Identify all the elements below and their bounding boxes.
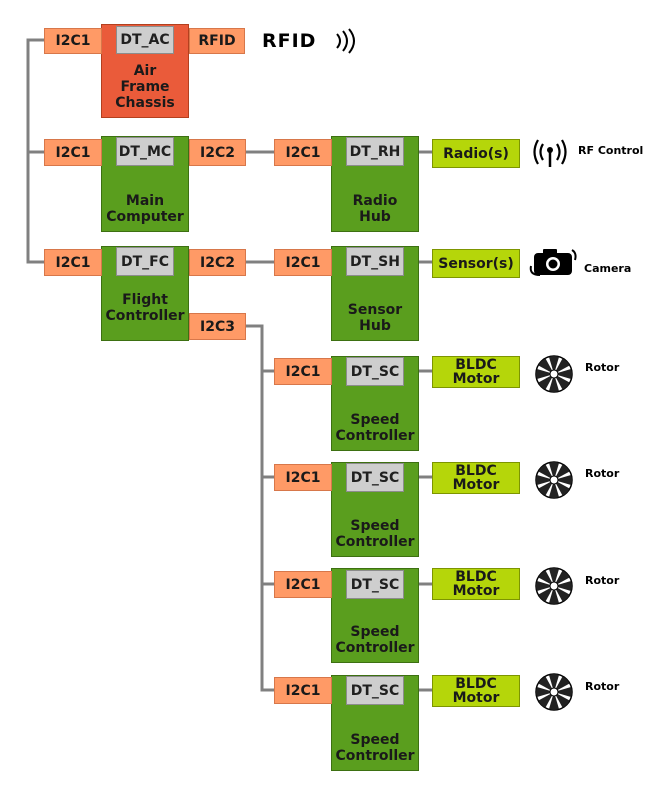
speed-controller-name: Speed Controller: [335, 412, 415, 444]
airframe-dt-chip: DT_AC: [116, 26, 174, 54]
bldc-motor: BLDC Motor: [432, 675, 520, 707]
speed-controller-name: Speed Controller: [335, 518, 415, 550]
sensor-hub-i2c1-port: I2C1: [274, 249, 332, 276]
airframe-rfid-port: RFID: [189, 28, 245, 54]
rotor-label: Rotor: [585, 574, 620, 587]
speed-controller-dt-chip: DT_SC: [346, 357, 404, 386]
rotor-label: Rotor: [585, 361, 620, 374]
rfid-logo-text: RFID: [262, 30, 317, 52]
speed-controller-dt-chip: DT_SC: [346, 570, 404, 599]
airframe-i2c1-port: I2C1: [44, 28, 102, 54]
main-i2c2-port: I2C2: [189, 139, 246, 166]
radio-hub-i2c1-port: I2C1: [274, 139, 332, 166]
bldc-motor: BLDC Motor: [432, 356, 520, 388]
rotor-fan-icon: [535, 355, 573, 393]
rotor-fan-icon: [535, 461, 573, 499]
speed-controller-dt-chip: DT_SC: [346, 676, 404, 705]
sensors-peripheral: Sensor(s): [432, 249, 520, 278]
speed-controller-dt-chip: DT_SC: [346, 463, 404, 492]
bldc-motor: BLDC Motor: [432, 568, 520, 600]
speed-controller-name: Speed Controller: [335, 624, 415, 656]
rfid-waves-icon: [336, 28, 355, 54]
radio-hub-dt-chip: DT_RH: [346, 137, 404, 166]
rf-control-label: RF Control: [578, 144, 644, 157]
airframe-chassis-board: Air Frame Chassis: [101, 24, 189, 118]
speed-controller-i2c1-port: I2C1: [274, 571, 332, 598]
flight-i2c2-port: I2C2: [189, 249, 246, 276]
flight-controller-name: Flight Controller: [105, 292, 185, 324]
speed-controller-name: Speed Controller: [335, 732, 415, 764]
flight-dt-chip: DT_FC: [116, 247, 174, 276]
camera-rotate-icon: [529, 249, 577, 276]
flight-controller-board: Flight Controller: [101, 246, 189, 341]
antenna-icon: [533, 139, 567, 167]
radios-peripheral: Radio(s): [432, 139, 520, 168]
flight-i2c1-port: I2C1: [44, 249, 102, 276]
rotor-label: Rotor: [585, 680, 620, 693]
main-dt-chip: DT_MC: [116, 137, 174, 166]
radio-hub-name: Radio Hub: [352, 193, 398, 225]
main-computer-name: Main Computer: [106, 193, 184, 225]
rotor-fan-icon: [535, 673, 573, 711]
rfid-logo: RFID: [262, 30, 316, 52]
main-i2c1-port: I2C1: [44, 139, 102, 166]
bldc-motor: BLDC Motor: [432, 462, 520, 494]
sensor-hub-board: Sensor Hub: [331, 246, 419, 341]
speed-controller-i2c1-port: I2C1: [274, 464, 332, 491]
rotor-fan-icon: [535, 567, 573, 605]
rotor-label: Rotor: [585, 467, 620, 480]
sensor-hub-name: Sensor Hub: [347, 302, 403, 334]
flight-i2c3-port: I2C3: [189, 313, 246, 340]
sensor-hub-dt-chip: DT_SH: [346, 247, 404, 276]
speed-controller-i2c1-port: I2C1: [274, 358, 332, 385]
speed-controller-i2c1-port: I2C1: [274, 677, 332, 704]
camera-label: Camera: [584, 262, 632, 275]
airframe-chassis-name: Air Frame Chassis: [115, 63, 175, 111]
